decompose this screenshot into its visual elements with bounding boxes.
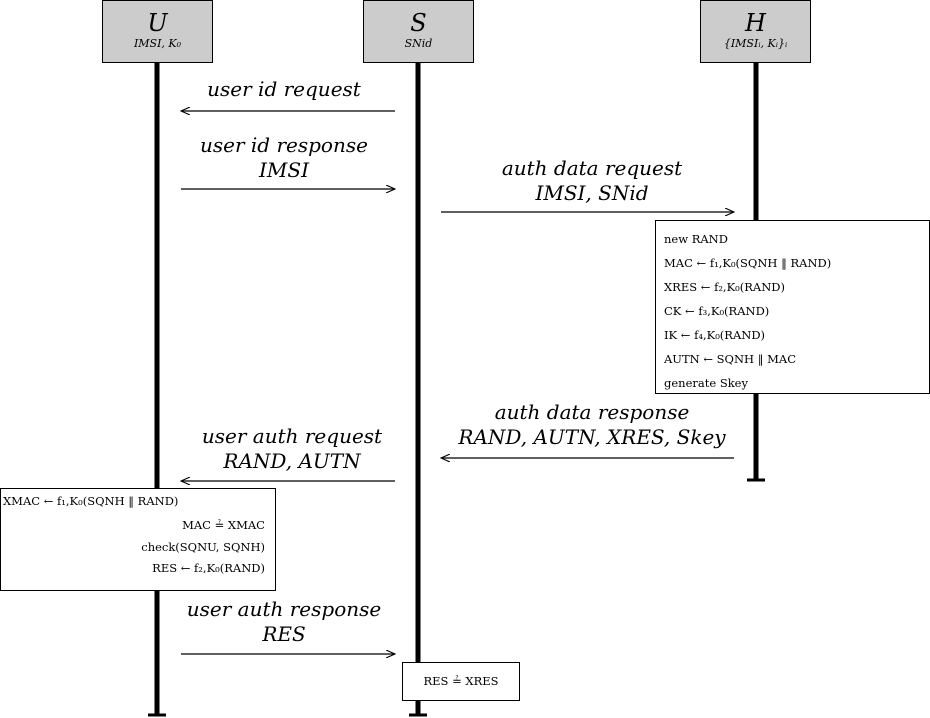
user-computation-box: XMAC ← f₁,K₀(SQNH ‖ RAND) MAC ≟ XMAC che…: [0, 488, 276, 591]
user-computation-line: RES ← f₂,K₀(RAND): [152, 561, 265, 575]
msg-user-id-request: user id request: [184, 77, 384, 102]
msg-user-auth-request: user auth request RAND, AUTN: [180, 424, 404, 474]
msg-auth-data-request-line2: IMSI, SNid: [535, 181, 649, 205]
home-computation-line: new RAND: [664, 232, 728, 246]
msg-auth-data-response: auth data response RAND, AUTN, XRES, Ske…: [432, 400, 752, 450]
home-computation-line: IK ← f₄,K₀(RAND): [664, 328, 766, 342]
party-s-name: S: [410, 9, 427, 37]
party-h-name: H: [745, 9, 766, 37]
party-h: H {IMSIᵢ, Kᵢ}ᵢ: [700, 0, 811, 63]
party-h-sub: {IMSIᵢ, Kᵢ}ᵢ: [723, 37, 788, 50]
msg-user-id-request-line1: user id request: [207, 77, 361, 101]
party-s-sub: SNid: [404, 37, 433, 50]
party-u-sub: IMSI, K₀: [133, 37, 182, 50]
msg-user-id-response-line1: user id response: [200, 133, 368, 157]
msg-user-auth-response: user auth response RES: [176, 597, 392, 647]
msg-auth-data-request: auth data request IMSI, SNid: [462, 156, 722, 206]
msg-user-auth-request-line2: RAND, AUTN: [223, 449, 361, 473]
user-computation-line: check(SQNU, SQNH): [141, 540, 265, 554]
msg-user-id-response: user id response IMSI: [184, 133, 384, 183]
msg-auth-data-response-line1: auth data response: [494, 400, 690, 424]
msg-auth-data-request-line1: auth data request: [501, 156, 683, 180]
user-computation-line: MAC ≟ XMAC: [182, 518, 265, 532]
home-computation-line: AUTN ← SQNH ‖ MAC: [664, 352, 797, 366]
msg-user-auth-response-line2: RES: [262, 622, 306, 646]
serving-check-box: RES ≟ XRES: [402, 662, 520, 701]
party-u-name: U: [147, 9, 168, 37]
home-computation-line: CK ← f₃,K₀(RAND): [664, 304, 770, 318]
party-s: S SNid: [363, 0, 474, 63]
msg-user-auth-request-line1: user auth request: [201, 424, 383, 448]
msg-user-auth-response-line1: user auth response: [186, 597, 382, 621]
home-computation-line: XRES ← f₂,K₀(RAND): [664, 280, 786, 294]
msg-auth-data-response-line2: RAND, AUTN, XRES, Skey: [458, 425, 726, 449]
home-computation-box: new RAND MAC ← f₁,K₀(SQNH ‖ RAND) XRES ←…: [655, 220, 930, 394]
msg-user-id-response-line2: IMSI: [259, 158, 309, 182]
user-computation-line: XMAC ← f₁,K₀(SQNH ‖ RAND): [3, 494, 179, 508]
party-u: U IMSI, K₀: [102, 0, 213, 63]
serving-check-text: RES ≟ XRES: [423, 674, 499, 688]
home-computation-line: MAC ← f₁,K₀(SQNH ‖ RAND): [664, 256, 832, 270]
home-computation-line: generate Skey: [664, 376, 748, 390]
